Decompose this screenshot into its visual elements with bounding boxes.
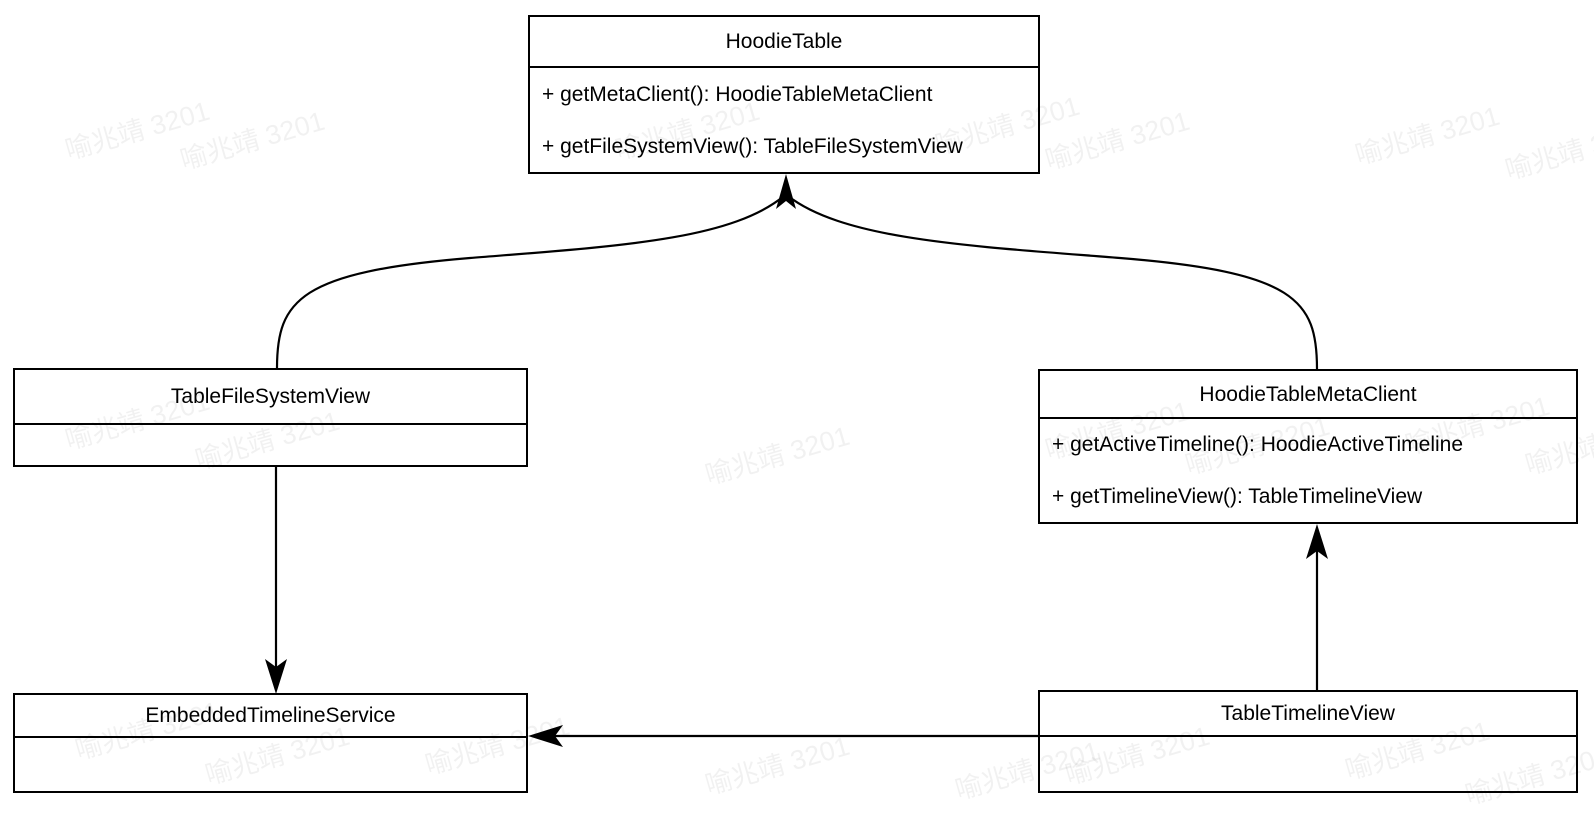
class-member: + getMetaClient(): HoodieTableMetaClient [542, 82, 933, 106]
class-members-table-file-system-view [15, 425, 526, 465]
class-box-table-timeline-view[interactable]: TableTimelineView [1038, 690, 1578, 793]
arrowhead-into-hoodie-table-meta-client-bottom [1306, 524, 1328, 559]
class-name-table-file-system-view: TableFileSystemView [15, 370, 526, 425]
class-box-hoodie-table[interactable]: HoodieTable + getMetaClient(): HoodieTab… [528, 15, 1040, 174]
edge-htmc-to-hoodie-table [787, 195, 1319, 370]
watermark-text: 喻兆靖 3201 [61, 95, 214, 166]
watermark-text: 喻兆靖 3201 [176, 105, 329, 176]
class-members-table-timeline-view [1040, 737, 1576, 791]
class-name-hoodie-table-meta-client: HoodieTableMetaClient [1040, 371, 1576, 419]
watermark-text: 喻兆靖 3201 [1041, 105, 1194, 176]
edge-tfsv-to-hoodie-table [275, 195, 785, 369]
watermark-text: 喻兆靖 3201 [1351, 100, 1504, 171]
watermark-text: 喻兆靖 3201 [701, 730, 854, 801]
class-members-hoodie-table-meta-client: + getActiveTimeline(): HoodieActiveTimel… [1040, 419, 1576, 522]
class-members-embedded-timeline-service [15, 738, 526, 791]
class-name-hoodie-table: HoodieTable [530, 17, 1038, 68]
arrowhead-into-hoodie-table [776, 174, 796, 209]
class-member: + getFileSystemView(): TableFileSystemVi… [542, 134, 963, 158]
class-name-table-timeline-view: TableTimelineView [1040, 692, 1576, 737]
class-box-hoodie-table-meta-client[interactable]: HoodieTableMetaClient + getActiveTimelin… [1038, 369, 1578, 524]
arrowhead-into-embedded-timeline-service-right [528, 725, 563, 747]
class-member: + getTimelineView(): TableTimelineView [1052, 484, 1423, 508]
watermark-text: 喻兆靖 3201 [701, 420, 854, 491]
class-box-table-file-system-view[interactable]: TableFileSystemView [13, 368, 528, 467]
watermark-text: 喻兆靖 3201 [1501, 115, 1594, 186]
class-members-hoodie-table: + getMetaClient(): HoodieTableMetaClient… [530, 68, 1038, 172]
class-box-embedded-timeline-service[interactable]: EmbeddedTimelineService [13, 693, 528, 793]
class-member: + getActiveTimeline(): HoodieActiveTimel… [1052, 433, 1464, 457]
class-name-embedded-timeline-service: EmbeddedTimelineService [15, 695, 526, 738]
arrowhead-into-embedded-timeline-service-top [265, 659, 287, 694]
